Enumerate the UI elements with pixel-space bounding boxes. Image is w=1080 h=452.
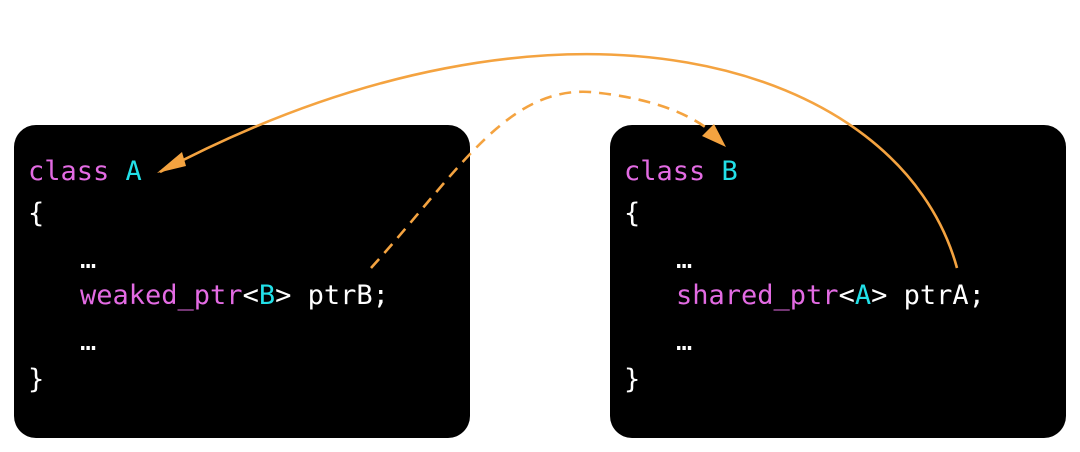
class-a-code-box: class A { … weaked_ptr<B> ptrB; … }: [14, 125, 470, 438]
class-a-ellipsis-top: …: [80, 244, 97, 275]
class-b-member-name: ptrA;: [887, 280, 985, 311]
class-a-ellipsis-bottom: …: [80, 326, 97, 357]
class-b-ellipsis-bottom: …: [676, 326, 693, 357]
class-a-member-name: ptrB;: [291, 280, 389, 311]
class-a-open-angle: <: [242, 280, 259, 311]
class-b-member-template: shared_ptr: [676, 280, 839, 311]
class-b-close-brace: }: [624, 364, 641, 395]
class-b-open-angle: <: [838, 280, 855, 311]
class-b-keyword: class: [624, 156, 706, 187]
class-a-keyword: class: [28, 156, 110, 187]
class-a-declaration: class A: [28, 155, 142, 189]
class-b-member-type-arg: A: [854, 280, 872, 311]
class-b-open-brace: {: [624, 198, 641, 229]
class-a-name: A: [125, 156, 142, 187]
class-a-close-brace: }: [28, 364, 45, 395]
class-a-open-brace: {: [28, 198, 45, 229]
class-b-close-angle: >: [871, 280, 888, 311]
class-b-name: B: [721, 156, 738, 187]
class-a-close-angle: >: [275, 280, 292, 311]
class-a-member-ptrb: weaked_ptr<B> ptrB;: [80, 279, 389, 313]
class-a-member-template: weaked_ptr: [80, 280, 243, 311]
class-a-member-type-arg: B: [258, 280, 276, 311]
class-b-member-ptra: shared_ptr<A> ptrA;: [676, 279, 985, 313]
class-b-ellipsis-top: …: [676, 244, 693, 275]
class-b-declaration: class B: [624, 155, 738, 189]
class-b-code-box: class B { … shared_ptr<A> ptrA; … }: [610, 125, 1066, 438]
